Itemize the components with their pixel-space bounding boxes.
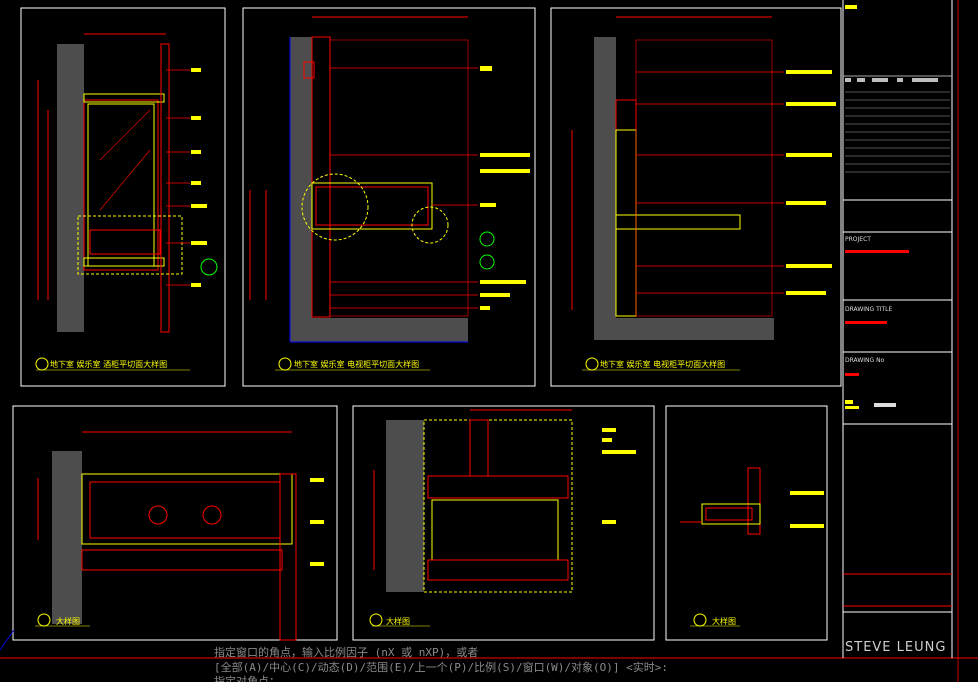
caption-1: 大样图	[56, 617, 80, 626]
caption-2: 大样图	[386, 617, 410, 626]
command-prompt-line[interactable]: 指定对角点：	[214, 675, 280, 682]
panel-1[interactable]	[12, 405, 338, 641]
drawing-title-label: DRAWING TITLE	[845, 306, 893, 313]
caption-3: 大样图	[712, 617, 736, 626]
caption-b: 地下室 娱乐室 电视柜平切面大样图	[294, 360, 420, 369]
drawing-no-label: DRAWING No	[845, 357, 885, 364]
brand-logo: STEVE LEUNG	[845, 640, 947, 655]
command-history-line-1: 指定窗口的角点，输入比例因子 (nX 或 nXP)，或者	[214, 646, 479, 659]
title-block	[842, 0, 953, 658]
panel-b[interactable]	[242, 7, 536, 387]
project-label: PROJECT	[845, 236, 871, 243]
panel-c[interactable]	[550, 7, 842, 387]
caption-a: 地下室 娱乐室 酒柜平切面大样图	[50, 360, 168, 369]
panel-2[interactable]	[352, 405, 655, 641]
panel-a[interactable]	[20, 7, 226, 387]
panel-3[interactable]	[665, 405, 828, 641]
command-history-line-2: [全部(A)/中心(C)/动态(D)/范围(E)/上一个(P)/比例(S)/窗口…	[214, 661, 669, 674]
caption-c: 地下室 娱乐室 电视柜平切面大样图	[600, 360, 726, 369]
